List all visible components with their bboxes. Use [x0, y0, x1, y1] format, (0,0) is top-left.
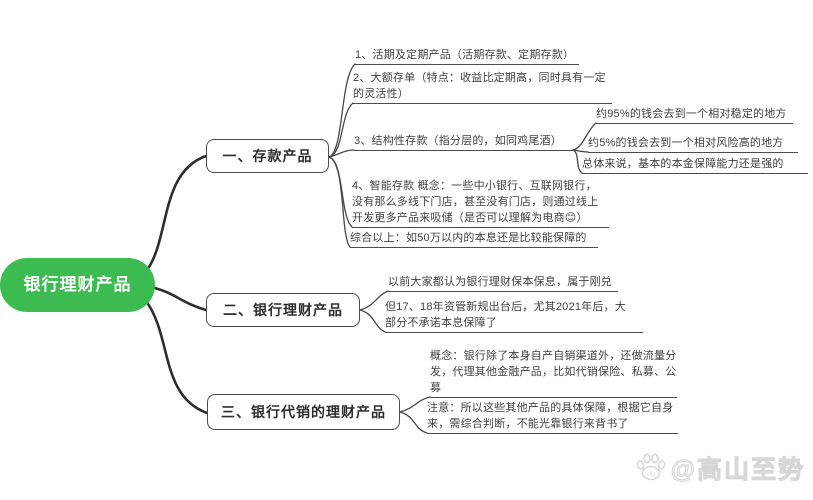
subtopic-text: 约5%的钱会去到一个相对风险高的地方: [588, 137, 784, 149]
connector-root-branch1: [145, 154, 208, 272]
branch-node-deposit-products[interactable]: 一、存款产品: [206, 139, 329, 173]
subtopic-deposit-summary[interactable]: 综合以上：如50万以内的本息还是比较能保障的: [350, 230, 598, 248]
subtopic-text: 没有那么多线下门店，甚至没有门店，则通过线上: [352, 196, 599, 208]
root-node[interactable]: 银行理财产品: [0, 258, 155, 312]
baidu-paw-icon: du: [636, 453, 666, 481]
svg-text:du: du: [647, 471, 655, 478]
subtopic-consignment-concept[interactable]: 概念：银行除了本身自产自销渠道外，还做流量分 发，代理其他金融产品，比如代销保险…: [430, 348, 677, 398]
watermark-text: @高山至势: [670, 456, 805, 485]
subtopic-smart-deposit[interactable]: 4、智能存款 概念：一些中小银行、互联网银行， 没有那么多线下门店，甚至没有门店…: [352, 178, 609, 228]
subtopic-demand-time-deposit[interactable]: 1、活期及定期产品（活期存款、定期存款）: [355, 47, 579, 65]
subtopic-text: 2、大额存单（特点：收益比定期高，同时具有一定: [353, 72, 606, 84]
connector-root-branch2: [153, 286, 208, 312]
subtopic-text: 募: [430, 382, 442, 394]
branch-node-bank-wealth-products[interactable]: 二、银行理财产品: [206, 293, 360, 327]
subtopic-text: 综合以上：如50万以内的本息还是比较能保障的: [350, 232, 587, 244]
subtopic-text: 4、智能存款 概念：一些中小银行、互联网银行，: [352, 180, 597, 192]
subtopic-large-cd[interactable]: 2、大额存单（特点：收益比定期高，同时具有一定 的灵活性）: [353, 70, 612, 104]
subtopic-text: 3、结构性存款（指分层的，如同鸡尾酒）: [354, 135, 562, 147]
subtopic-structured-5-percent[interactable]: 约5%的钱会去到一个相对风险高的地方: [588, 135, 798, 153]
connector-root-branch3: [144, 299, 209, 415]
subtopic-text: 概念：银行除了本身自产自销渠道外，还做流量分: [430, 350, 677, 362]
subtopic-structured-summary[interactable]: 总体来说，基本的本金保障能力还是强的: [582, 156, 808, 174]
branch-node-consignment-products[interactable]: 三、银行代销的理财产品: [207, 394, 400, 430]
subtopic-structured-deposit[interactable]: 3、结构性存款（指分层的，如同鸡尾酒）: [354, 133, 573, 151]
subtopic-text: 开发更多产品来吸储（是否可以理解为电商😊）: [352, 212, 588, 224]
subtopic-text: 以前大家都认为银行理财保本保息，属于刚兑: [388, 276, 612, 288]
subtopic-text: 总体来说，基本的本金保障能力还是强的: [582, 158, 784, 170]
subtopic-text: 1、活期及定期产品（活期存款、定期存款）: [355, 49, 575, 61]
subtopic-text: 但17、18年资管新规出台后，尤其2021年后，大: [385, 301, 626, 313]
watermark: du @高山至势: [635, 450, 805, 486]
subtopic-consignment-notice[interactable]: 注意：所以这些其他产品的具体保障，根据它自身 来，需综合判断，不能光靠银行来背书…: [427, 400, 678, 434]
subtopic-text: 来，需综合判断，不能光靠银行来背书了: [427, 418, 629, 430]
subtopic-text: 注意：所以这些其他产品的具体保障，根据它自身: [427, 402, 674, 414]
subtopic-text: 约95%的钱会去到一个相对稳定的地方: [596, 108, 787, 120]
subtopic-text: 部分不承诺本息保障了: [385, 317, 497, 329]
subtopic-wealth-old-belief[interactable]: 以前大家都认为银行理财保本保息，属于刚兑: [388, 274, 618, 292]
subtopic-text: 发，代理其他金融产品，比如代销保险、私募、公: [430, 366, 677, 378]
subtopic-wealth-new-rules[interactable]: 但17、18年资管新规出台后，尤其2021年后，大 部分不承诺本息保障了: [385, 299, 643, 333]
subtopic-structured-95-percent[interactable]: 约95%的钱会去到一个相对稳定的地方: [596, 106, 793, 124]
subtopic-text: 的灵活性）: [353, 88, 409, 100]
